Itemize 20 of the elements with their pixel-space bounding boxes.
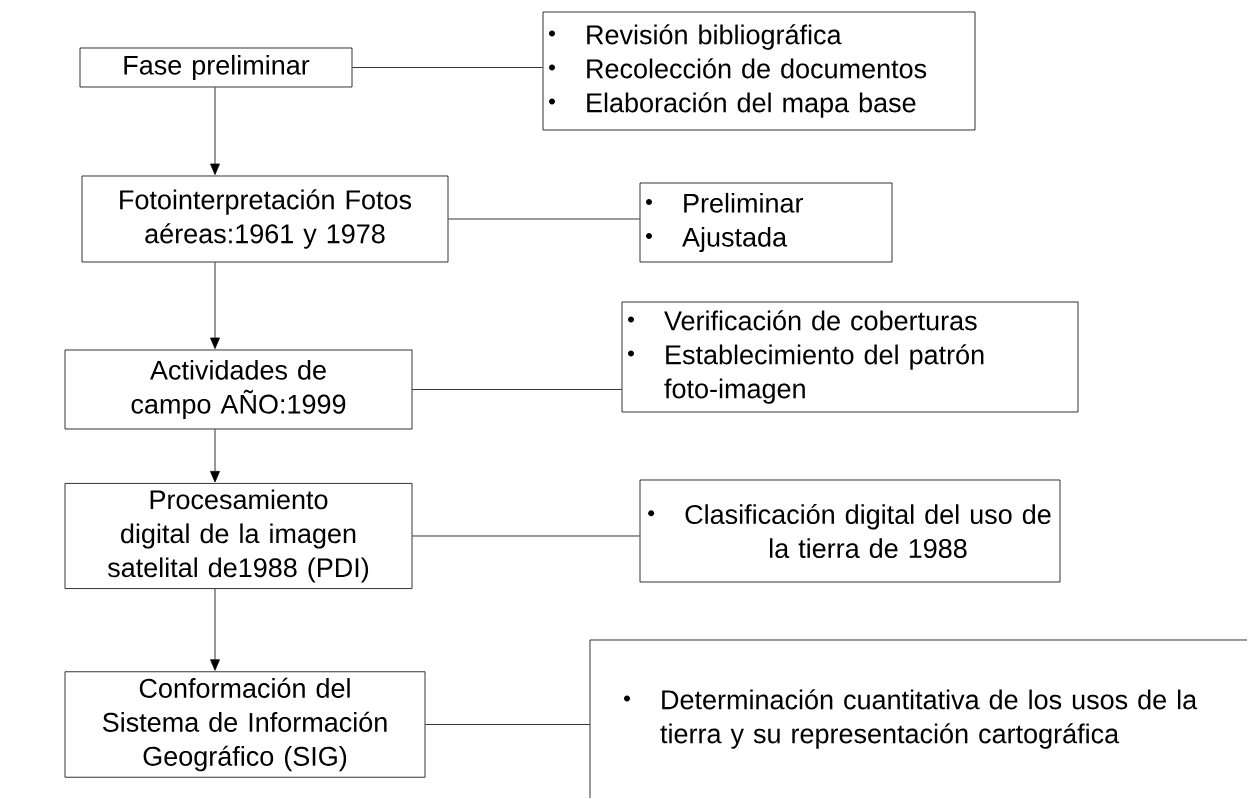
step-box: Fotointerpretación Fotos aéreas:1961 y 1978 xyxy=(81,175,449,263)
connector-line xyxy=(425,724,591,725)
bullet-list-box: Verificación de coberturas Establecimiento del patrón foto-imagen xyxy=(621,301,1079,413)
connector-line xyxy=(352,67,543,68)
step-box: Fase preliminar xyxy=(79,47,353,88)
bullet-list-box: Preliminar Ajustada xyxy=(639,182,893,263)
arrow xyxy=(210,429,220,483)
arrow xyxy=(210,262,220,349)
step-box: Actividades de campo AÑO:1999 xyxy=(64,349,413,430)
node-label: Determinación cuantitativa de los usos de la tierra y su representación cartográfica xyxy=(660,689,1198,749)
arrow xyxy=(210,87,220,175)
connector-line xyxy=(412,535,640,537)
step-box: Conformación del Sistema de Información Geográfico (SIG) xyxy=(64,671,426,778)
connector-line xyxy=(412,389,622,390)
step-box: Procesamiento digital de la imagen satelital de1988 (PDI) xyxy=(64,483,413,589)
bullet-list-box: Determinación cuantitativa de los usos de la tierra y su representación cartográfica xyxy=(589,639,1248,799)
connector-line xyxy=(448,218,640,220)
bullet-list-box: Clasificación digital del uso de la tierra de 1988 xyxy=(639,479,1061,583)
arrow xyxy=(210,588,220,671)
bullet-list-box: Revisión bibliográfica Recolección de documentos Elaboración del mapa base xyxy=(542,11,976,131)
